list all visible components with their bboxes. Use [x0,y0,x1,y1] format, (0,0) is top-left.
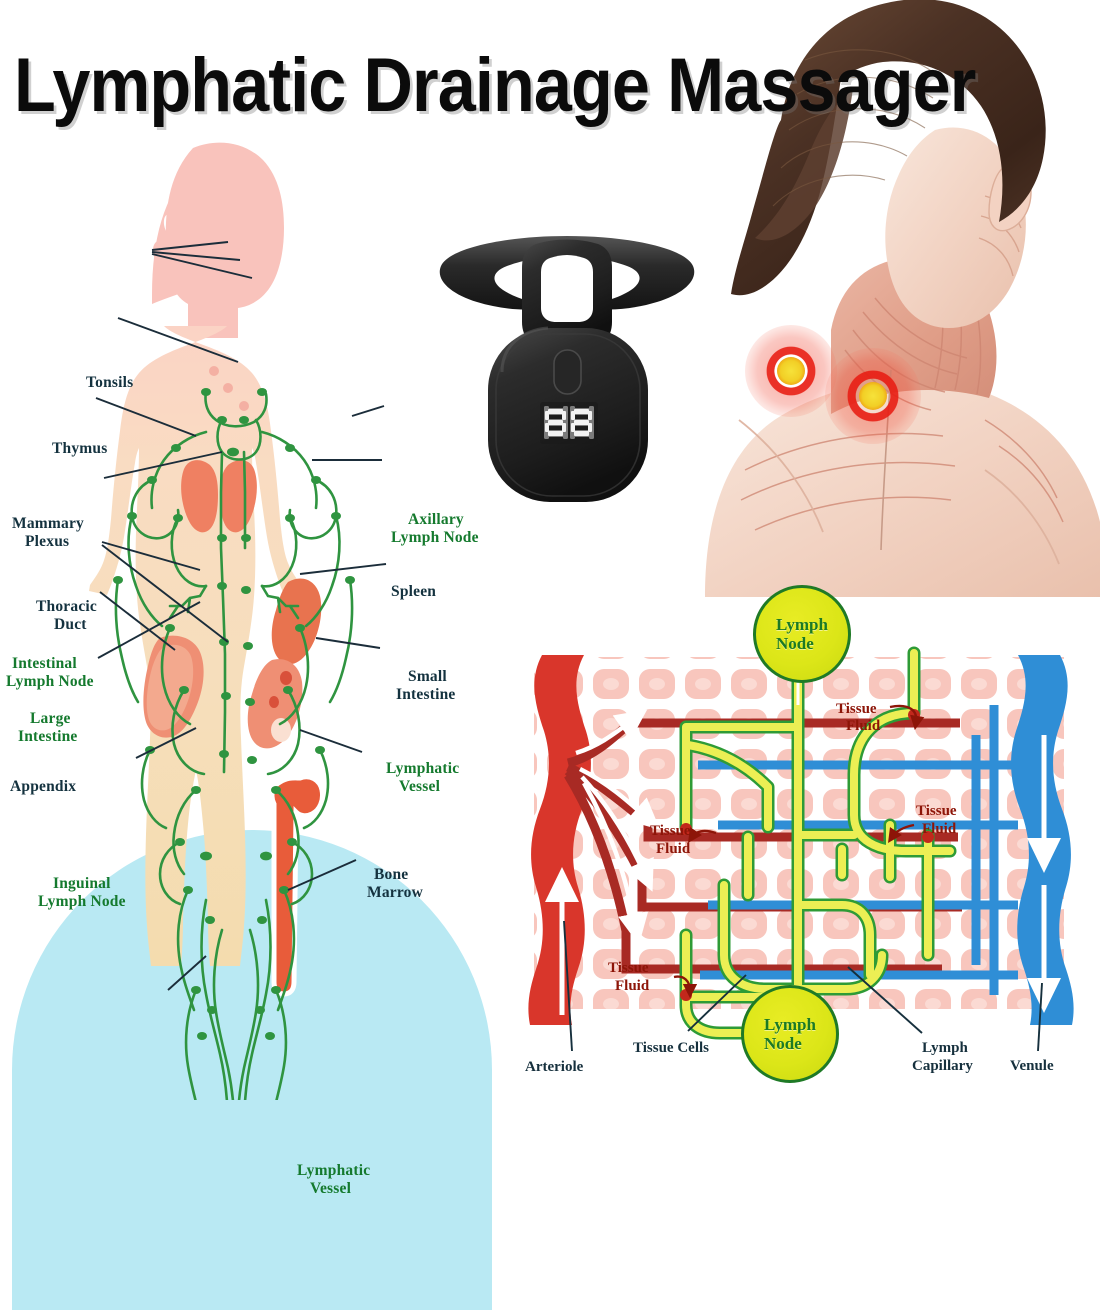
circ-label-tissue: Tissue [916,803,957,819]
node-label-line: Lymph [776,615,828,634]
neck-anatomy-photo-panel [685,0,1100,597]
body-label-axillary: Axillary [408,511,464,528]
circ-label-fluid: Fluid [615,978,650,994]
arteriole-vessel [528,655,591,1025]
body-label-mammary: Mammary [12,515,84,532]
body-label-lymphatic: Lymphatic [386,760,460,777]
body-label-plexus: Plexus [25,533,70,550]
circ-label-arteriole: Arteriole [525,1059,584,1075]
device-highlight [500,326,549,373]
circ-label-fluid: Fluid [922,821,957,837]
body-label-intestine: Intestine [396,686,456,703]
body-label-tonsils: Tonsils [86,374,134,391]
body-label-appendix: Appendix [10,778,77,795]
spleen-organ [271,578,322,665]
bone-marrow-organ [269,774,325,997]
body-label-lymph-node: Lymph Node [391,529,479,546]
page-title: Lymphatic Drainage Massager [14,43,976,128]
body-label-spleen: Spleen [391,583,437,600]
tissue-fluid-arrows [673,704,925,999]
device-aperture [541,255,593,322]
body-label-intestinal: Intestinal [12,655,77,672]
body-label-duct: Duct [54,616,87,633]
lymph-node-beads [113,388,355,1040]
circ-label-tissue: Tissue [836,701,877,717]
circ-label-tissue: Tissue [608,960,649,976]
body-label-marrow: Marrow [367,884,424,901]
circ-leader-lines [563,920,1043,1052]
circ-label-fluid: Fluid [846,718,881,734]
body-label-lymph-node: Lymph Node [6,673,94,690]
small-intestine-organ [247,659,303,749]
body-label-vessel: Vessel [310,1180,352,1197]
device-body-bevel [495,333,641,497]
body-label-bone: Bone [374,866,409,883]
body-label-lymph-node: Lymph Node [38,893,126,910]
body-label-small: Small [408,668,447,685]
circ-label-capillary: Capillary [912,1058,973,1074]
circ-label-venule: Venule [1010,1058,1054,1074]
body-label-lymphatic: Lymphatic [297,1162,371,1179]
neck-massager-device[interactable] [432,222,702,502]
node-label-line: Node [764,1034,802,1053]
tonsils-organ [209,366,249,411]
circ-label-tissue-cells: Tissue Cells [633,1040,709,1056]
large-intestine-organ [143,635,204,738]
device-display-digits [545,409,592,436]
body-label-thoracic: Thoracic [36,598,98,615]
circ-label-tissue: Tissue [650,823,691,839]
left-trapezius-hotspot-core [777,357,805,385]
thymus-organ [181,460,257,533]
body-label-large: Large [30,710,71,727]
circ-label-fluid: Fluid [656,841,691,857]
lymph-circulation-illustration [528,636,1074,1052]
body-label-intestine: Intestine [18,728,78,745]
power-button [553,349,582,395]
body-label-thymus: Thymus [52,440,108,457]
label-leader-lines [95,241,387,991]
device-illustration [439,236,695,502]
node-label-line: Node [776,634,814,653]
body-label-inguinal: Inguinal [53,875,111,892]
human-body-illustration [89,142,387,1100]
node-label-line: Lymph [764,1015,816,1034]
body-label-vessel: Vessel [399,778,441,795]
circ-label-lymph: Lymph [922,1040,968,1056]
lymphatic-vessel-network [114,390,354,1100]
right-trapezius-hotspot-core [859,382,887,410]
